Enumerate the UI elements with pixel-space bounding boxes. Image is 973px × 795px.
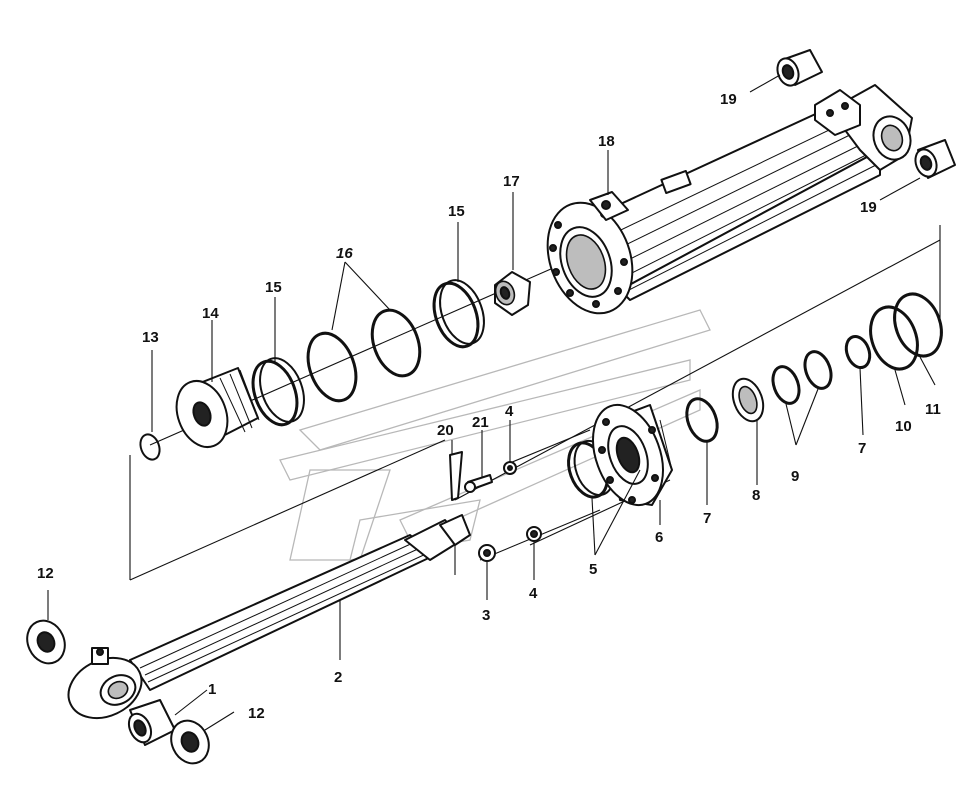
callout-3: 3 xyxy=(482,607,490,624)
callout-19-bottom: 19 xyxy=(860,199,877,216)
callout-16: 16 xyxy=(336,245,353,262)
rod-eye-seal-right xyxy=(170,719,210,765)
gland-head xyxy=(592,403,673,507)
piston-rod xyxy=(67,514,471,720)
rear-eye-bushing-bottom xyxy=(914,139,956,179)
piston-ring-right xyxy=(432,279,485,349)
screw xyxy=(478,544,496,562)
piston-seal-left xyxy=(306,331,358,403)
callout-20: 20 xyxy=(437,422,454,439)
cotter-pin xyxy=(449,451,463,501)
washer-top xyxy=(503,461,517,475)
callout-15-right: 15 xyxy=(448,203,465,220)
rod-eye-bushing xyxy=(127,699,176,746)
callout-5: 5 xyxy=(589,561,597,578)
retaining-ring xyxy=(139,433,161,461)
callout-4-bottom: 4 xyxy=(529,585,538,602)
callout-7-left: 7 xyxy=(703,510,711,527)
callout-6: 6 xyxy=(655,529,663,546)
leader-lines xyxy=(47,74,936,731)
callout-12-left: 12 xyxy=(37,565,54,582)
rod-eye-seal-left xyxy=(26,619,66,665)
callout-13: 13 xyxy=(142,329,159,346)
piston-seal-right xyxy=(370,308,422,378)
washer-bottom xyxy=(526,526,542,542)
wiper-ring-left xyxy=(685,397,719,443)
o-ring-left xyxy=(771,365,801,405)
callout-21: 21 xyxy=(472,414,489,431)
callout-4-top: 4 xyxy=(505,403,514,420)
rod-seal xyxy=(731,377,765,423)
callout-10: 10 xyxy=(895,418,912,435)
callout-1: 1 xyxy=(208,681,216,698)
seal-ring-10 xyxy=(869,305,919,371)
callout-19-top: 19 xyxy=(720,91,737,108)
callout-15-left: 15 xyxy=(265,279,282,296)
callout-17: 17 xyxy=(503,173,520,190)
o-ring-right xyxy=(803,350,833,390)
callout-12-right: 12 xyxy=(248,705,265,722)
seal-ring-11 xyxy=(893,292,943,358)
callout-18: 18 xyxy=(598,133,615,150)
piston xyxy=(175,367,260,448)
callout-9: 9 xyxy=(791,468,799,485)
castle-nut xyxy=(494,271,531,316)
callout-14: 14 xyxy=(202,305,219,322)
callout-labels: 1 2 3 4 4 5 6 7 7 8 9 10 11 12 12 13 14 … xyxy=(37,91,941,722)
callout-11: 11 xyxy=(925,401,941,418)
rear-eye-bushing-top xyxy=(776,49,823,87)
callout-2: 2 xyxy=(334,669,342,686)
callout-8: 8 xyxy=(752,487,760,504)
callout-7-right: 7 xyxy=(858,440,866,457)
piston-ring-left xyxy=(251,357,305,427)
wiper-ring-right xyxy=(844,335,872,369)
bolt xyxy=(464,474,493,493)
cylinder-barrel xyxy=(546,84,913,315)
